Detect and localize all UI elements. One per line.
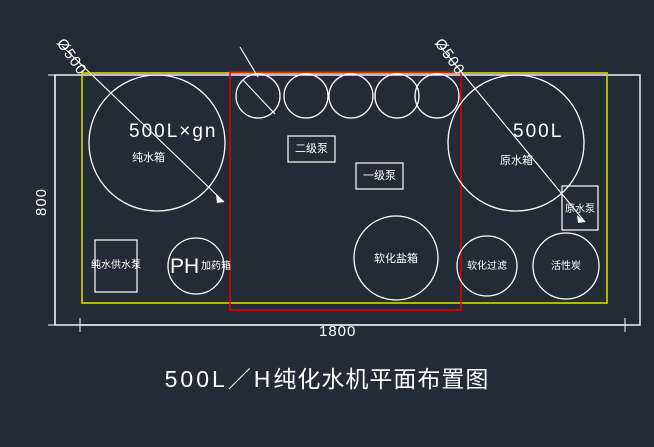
membrane-vessel-circle-2 xyxy=(283,73,329,119)
raw-water-tank-capacity: 500L xyxy=(513,121,564,142)
raw-water-tank-diameter-line xyxy=(439,45,586,223)
red-layout-rect xyxy=(229,71,462,311)
drawing-title: 500L／H纯化水机平面布置图 xyxy=(0,360,654,394)
membrane-vessel-circle-5 xyxy=(414,73,460,119)
softening-salt-tank-circle xyxy=(353,215,439,301)
raw-water-diameter-arrow xyxy=(577,215,585,223)
ph-dosing-tank-label: 加药箱 xyxy=(201,261,231,272)
raw-water-tank-circle xyxy=(447,74,585,212)
pure-water-tank-circle xyxy=(88,74,226,212)
softening-salt-tank-label: 软化盐箱 xyxy=(374,252,418,265)
first-stage-pump-label: 一级泵 xyxy=(363,169,396,182)
softening-filter-circle xyxy=(456,235,518,297)
pure-water-tank-name: 纯水箱 xyxy=(132,151,165,164)
dimension-label-height: 800 xyxy=(33,187,50,216)
drawing-title-cn: 纯化水机平面布置图 xyxy=(273,367,490,393)
pure-water-tank-diameter-line xyxy=(61,45,225,203)
pure-water-supply-pump-label: 纯水供水泵 xyxy=(91,260,141,271)
second-stage-pump-label: 二级泵 xyxy=(295,142,328,155)
membrane-vessel-circle-4 xyxy=(374,73,420,119)
drawing-title-ascii: 500L／H xyxy=(164,366,274,392)
membrane-vessel-circle-3 xyxy=(328,73,374,119)
dimension-label-width: 1800 xyxy=(319,323,357,340)
second-stage-pump-box xyxy=(287,135,336,163)
first-stage-pump-box xyxy=(355,162,404,190)
yellow-layout-rect xyxy=(81,72,608,304)
raw-water-tank-name: 原水箱 xyxy=(500,154,533,167)
raw-water-pump-box xyxy=(561,185,599,231)
activated-carbon-label: 活性炭 xyxy=(551,261,581,272)
softening-filter-label: 软化过滤 xyxy=(467,261,507,272)
membrane-vessel-slash xyxy=(242,79,276,115)
pure-water-supply-pump-box xyxy=(94,239,138,293)
pure-water-tank-capacity: 500L×gn xyxy=(129,121,218,142)
membrane-vessel-circle-1 xyxy=(235,73,281,119)
pure-water-diameter-arrow xyxy=(216,195,224,203)
activated-carbon-circle xyxy=(532,232,600,300)
ph-dosing-tank-circle xyxy=(167,237,225,295)
membrane-vessel-leader-line xyxy=(239,46,259,78)
ph-dosing-tank-prefix: PH xyxy=(170,255,200,278)
raw-water-pump-label: 原水泵 xyxy=(565,204,595,215)
